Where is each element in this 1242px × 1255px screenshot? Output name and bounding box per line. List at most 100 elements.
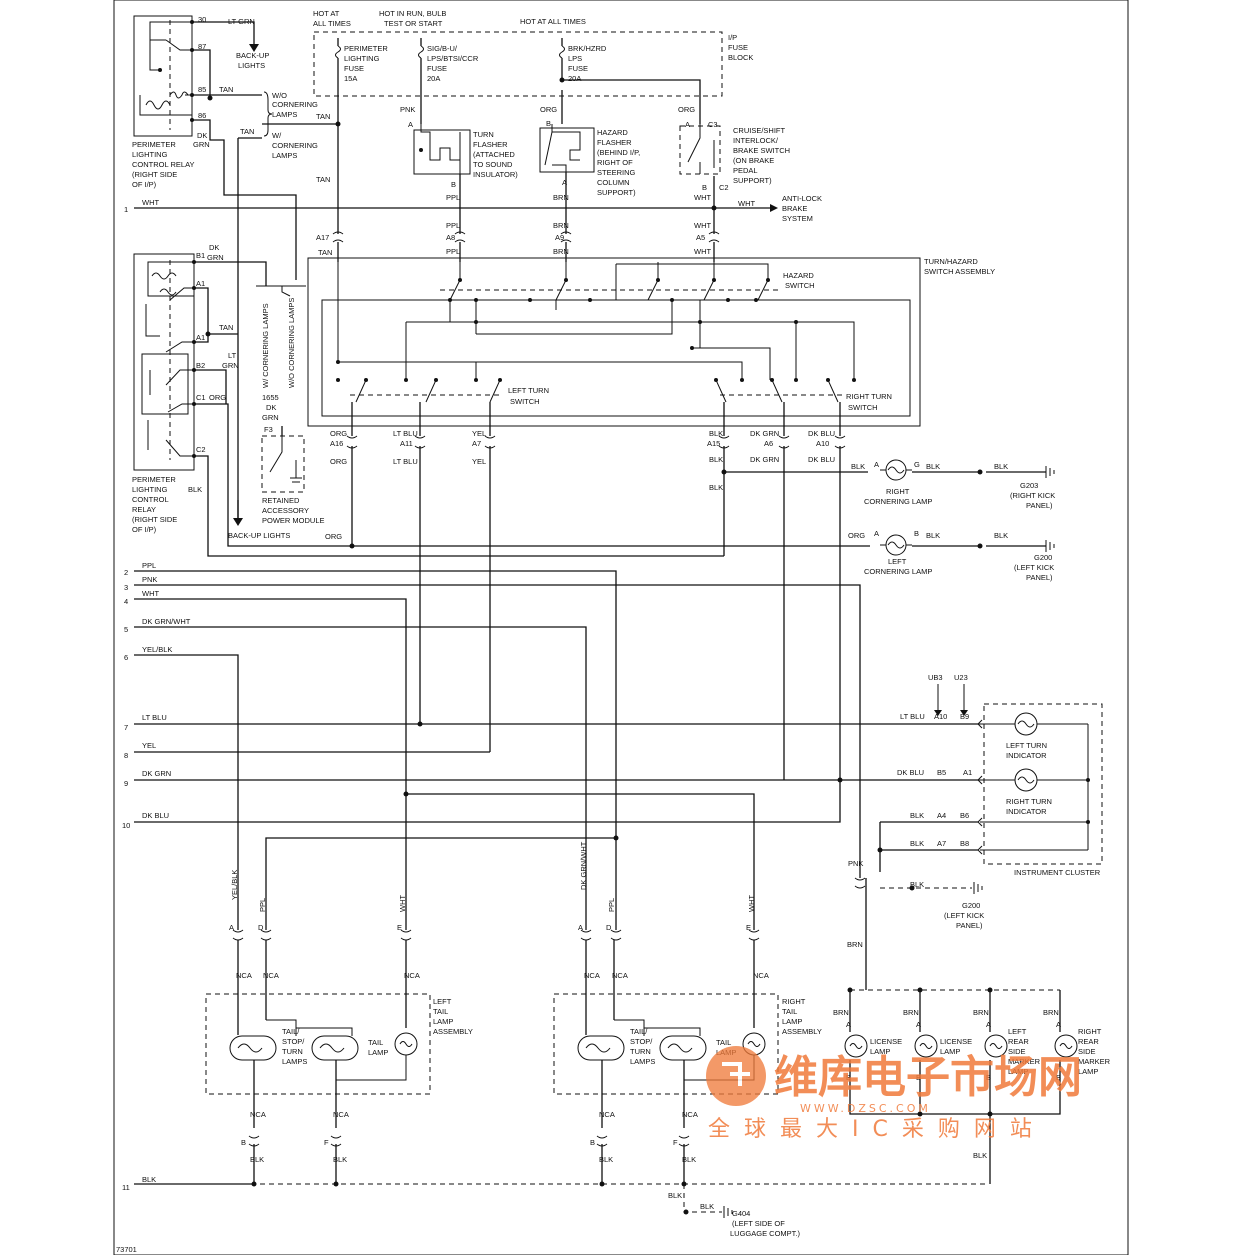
- wire-label: A: [874, 460, 879, 469]
- svg-text:BACK-UP: BACK-UP: [236, 51, 269, 60]
- perimeter-lighting-fuse: PERIMETER LIGHTING FUSE 15A: [335, 38, 388, 124]
- wire-label: G: [914, 460, 920, 469]
- svg-text:ANTI-LOCK: ANTI-LOCK: [782, 194, 822, 203]
- wire-label: BRN: [553, 221, 569, 230]
- svg-text:BLOCK: BLOCK: [728, 53, 753, 62]
- hazard-flasher: [539, 124, 595, 208]
- svg-text:LEFT TURN: LEFT TURN: [508, 386, 549, 395]
- left-tail-lamp-bulb: [295, 1020, 359, 1128]
- right-rear-marker-label: RIGHT REAR SIDE MARKER LAMP: [1078, 1027, 1111, 1076]
- svg-text:LAMP: LAMP: [782, 1017, 802, 1026]
- wire-label: NCA: [753, 971, 769, 980]
- svg-text:10: 10: [122, 821, 130, 830]
- wire-label-vertical: WHT: [398, 895, 407, 912]
- wire-label: NCA: [333, 1110, 349, 1119]
- wire-label: A: [562, 178, 567, 187]
- wire-label: WHT: [694, 221, 711, 230]
- wire-label: A: [578, 923, 583, 932]
- left-tail-stop-label: TAIL/ STOP/ TURN LAMPS: [282, 1027, 307, 1066]
- wire-label: BRN: [1043, 1008, 1059, 1017]
- wire-label: BLK: [973, 1151, 987, 1160]
- svg-text:(ATTACHED: (ATTACHED: [473, 150, 515, 159]
- wire-label: D: [606, 923, 612, 932]
- wire-label: ORG: [209, 393, 226, 402]
- svg-text:TAIL: TAIL: [782, 1007, 797, 1016]
- wire-label: F3: [264, 425, 273, 434]
- wire-label: DK BLU: [897, 768, 924, 777]
- wire-label: B: [546, 119, 551, 128]
- svg-text:RIGHT: RIGHT: [1078, 1027, 1102, 1036]
- wire-label: DK GRN: [750, 455, 779, 464]
- svg-text:(LEFT KICK: (LEFT KICK: [944, 911, 984, 920]
- svg-text:FUSE: FUSE: [568, 64, 588, 73]
- wire-label: A: [874, 529, 879, 538]
- g203-label: G203 (RIGHT KICK PANEL): [1010, 481, 1055, 510]
- wire-label: B9: [960, 712, 969, 721]
- wire-label: BLK: [910, 880, 924, 889]
- wire-label: B: [986, 1073, 991, 1082]
- retained-module-label: RETAINED ACCESSORY POWER MODULE: [262, 496, 325, 525]
- wire-label: TAN: [219, 323, 233, 332]
- wire-label: B: [916, 1073, 921, 1082]
- relay-bottom-pin-c2: C2: [196, 445, 206, 454]
- wire-label: C2: [719, 183, 729, 192]
- relay-bottom-pin-b2: B2: [196, 361, 205, 370]
- svg-text:BRAKE: BRAKE: [782, 204, 807, 213]
- svg-text:U23: U23: [954, 673, 968, 682]
- svg-text:ASSEMBLY: ASSEMBLY: [433, 1027, 473, 1036]
- wire-label: BRN: [847, 940, 863, 949]
- relay-bottom-pin-b1: B1: [196, 251, 205, 260]
- svg-text:LICENSE: LICENSE: [870, 1037, 902, 1046]
- svg-text:LIGHTING: LIGHTING: [344, 54, 380, 63]
- abs-arrow-icon: [770, 204, 778, 212]
- wire-label: NCA: [404, 971, 420, 980]
- wire-label: BLK: [851, 462, 865, 471]
- svg-text:LEFT TURN: LEFT TURN: [1006, 741, 1047, 750]
- wire-label: NCA: [584, 971, 600, 980]
- svg-text:PNK: PNK: [142, 575, 157, 584]
- tail-connectors-top: [232, 929, 760, 941]
- svg-text:STOP/: STOP/: [282, 1037, 305, 1046]
- license-lamp-1: [844, 1034, 868, 1058]
- svg-text:STOP/: STOP/: [630, 1037, 653, 1046]
- svg-text:LAMP: LAMP: [1008, 1067, 1028, 1076]
- right-cornering-label: RIGHT CORNERING LAMP: [864, 487, 932, 506]
- wire-label: NCA: [263, 971, 279, 980]
- wire-label: LT BLU: [900, 712, 925, 721]
- relay-top-pin-86: 86: [198, 111, 206, 120]
- svg-text:RIGHT TURN: RIGHT TURN: [846, 392, 892, 401]
- svg-text:SWITCH ASSEMBLY: SWITCH ASSEMBLY: [924, 267, 995, 276]
- wire-label: F: [673, 1138, 678, 1147]
- svg-text:SUPPORT): SUPPORT): [597, 188, 636, 197]
- wire-label: B: [590, 1138, 595, 1147]
- svg-text:RELAY: RELAY: [132, 505, 156, 514]
- wire-label: B: [702, 183, 707, 192]
- g203-ground-icon: [1045, 466, 1055, 478]
- g200-label-a: G200 (LEFT KICK PANEL): [1014, 553, 1054, 582]
- wire-label: WHT: [738, 199, 755, 208]
- wire-label: A7: [937, 839, 946, 848]
- retained-accessory-power-module: [261, 426, 305, 493]
- license-lamp-label-1: LICENSE LAMP: [870, 1037, 902, 1056]
- backup-arrow-bottom-icon: [233, 518, 243, 526]
- brk-hzrd-fuse: BRK/HZRD LPS FUSE 20A: [559, 38, 701, 124]
- wire-label: PNK: [848, 859, 863, 868]
- svg-text:TAIL/: TAIL/: [282, 1027, 300, 1036]
- watermark-logo: 维库电子市场网 WWW.DZSC.COM 全球最大IC采购网站: [706, 1046, 1082, 1140]
- wire-label: TAN: [240, 127, 254, 136]
- wire-label: BLK: [709, 455, 723, 464]
- wire-label: A1: [963, 768, 972, 777]
- wire-label: NCA: [612, 971, 628, 980]
- svg-text:LUGGAGE COMPT.): LUGGAGE COMPT.): [730, 1229, 801, 1238]
- svg-text:ACCESSORY: ACCESSORY: [262, 506, 309, 515]
- relay-bottom-pin-c1: C1: [196, 393, 206, 402]
- right-turn-switch: [714, 378, 856, 403]
- wire-label: BLK: [188, 485, 202, 494]
- svg-text:LPS: LPS: [568, 54, 582, 63]
- svg-text:11: 11: [122, 1183, 130, 1192]
- wire-label: A15: [707, 439, 720, 448]
- wire-label: BLK: [709, 483, 723, 492]
- wire-label: B: [451, 180, 456, 189]
- connectors-a-row: [332, 231, 720, 243]
- svg-text:G200: G200: [962, 901, 980, 910]
